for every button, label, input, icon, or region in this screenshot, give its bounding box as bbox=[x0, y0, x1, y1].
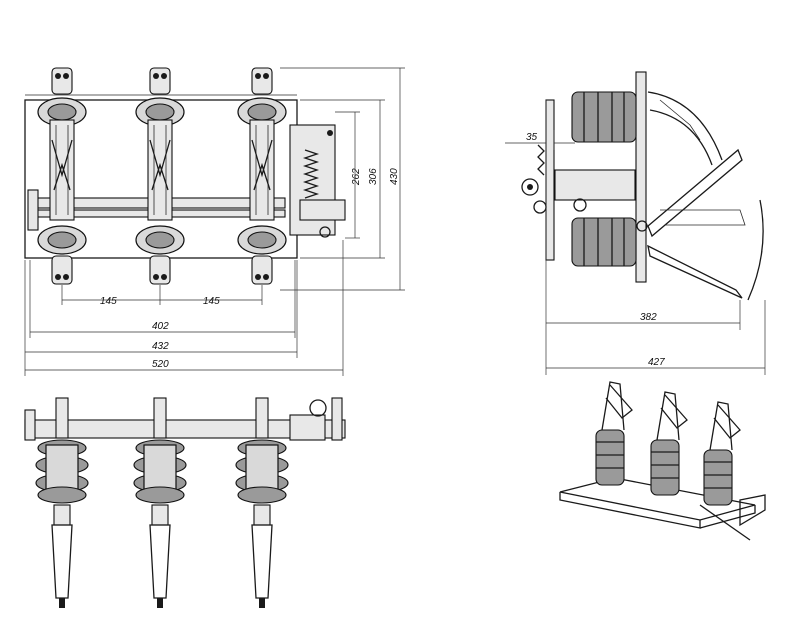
iso-pole-1 bbox=[595, 381, 633, 486]
dim-height-262: 262 bbox=[351, 168, 362, 186]
dim-width-432: 432 bbox=[152, 341, 169, 352]
front-vertical-dimensions bbox=[280, 67, 405, 291]
arc-chute bbox=[647, 91, 723, 161]
dim-width-520: 520 bbox=[152, 359, 169, 370]
dim-pitch-right: 145 bbox=[203, 296, 220, 307]
dim-depth-427: 427 bbox=[648, 357, 665, 368]
mounting-plate bbox=[635, 71, 647, 283]
isometric-view bbox=[559, 381, 766, 541]
bottom-insulator-2 bbox=[133, 397, 187, 608]
bottom-insulator-1 bbox=[35, 397, 89, 608]
bottom-view bbox=[24, 397, 346, 608]
side-dimensions bbox=[505, 100, 766, 375]
pole-3 bbox=[237, 67, 287, 285]
upper-insulator bbox=[571, 91, 637, 143]
dim-offset-35: 35 bbox=[526, 132, 538, 143]
operating-mechanism bbox=[289, 124, 346, 238]
blade-closed bbox=[647, 244, 743, 299]
dim-depth-382: 382 bbox=[640, 312, 657, 323]
iso-mechanism bbox=[739, 494, 766, 527]
dim-height-306: 306 bbox=[368, 168, 379, 185]
dim-width-402: 402 bbox=[152, 321, 169, 332]
iso-pole-2 bbox=[650, 391, 688, 496]
pole-1 bbox=[37, 67, 87, 285]
front-horizontal-dimensions bbox=[24, 240, 344, 376]
iso-pole-3 bbox=[703, 401, 741, 506]
dim-pitch-left: 145 bbox=[100, 296, 117, 307]
side-mechanism bbox=[521, 144, 648, 232]
side-view: 35 382 427 bbox=[505, 71, 766, 375]
bottom-mechanism bbox=[289, 397, 343, 441]
pole-2 bbox=[135, 67, 185, 285]
lower-insulator bbox=[571, 217, 637, 267]
front-view: 145 145 402 432 520 262 306 430 bbox=[24, 67, 405, 376]
dim-height-430: 430 bbox=[389, 168, 400, 185]
blade-open bbox=[647, 148, 743, 238]
bottom-insulator-3 bbox=[235, 397, 289, 608]
